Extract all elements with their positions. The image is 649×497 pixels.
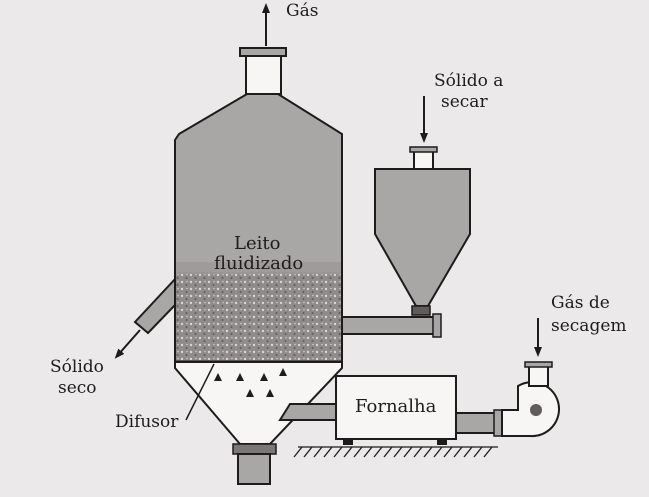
drying-gas-label-line1: Gás de (551, 293, 610, 313)
dry-solid-label-line2: seco (58, 378, 97, 398)
gas-out-label: Gás (286, 1, 319, 21)
bed-label-line1: Leito (234, 233, 281, 254)
fluidized-bed (176, 272, 341, 362)
furnace-box (335, 375, 457, 440)
blower-impeller (530, 404, 542, 416)
hot-gas-duct (278, 403, 337, 421)
bed-label-line2: fluidizado (214, 253, 304, 274)
drying-gas-label-line2: secagem (551, 316, 627, 336)
ground-hatching (293, 446, 498, 458)
diffuser-air-arrows (214, 368, 287, 397)
dry-solid-out-arrow (114, 329, 141, 359)
dry-solid-outlet-pipe (133, 275, 177, 335)
top-flange (239, 47, 287, 57)
gas-outlet-pipe (245, 55, 282, 95)
bottom-outlet-pipe (237, 453, 271, 485)
dry-solid-label-line1: Sólido (50, 357, 104, 377)
hopper-inlet-neck (413, 149, 434, 170)
solid-in-label-line1: Sólido a (434, 71, 504, 91)
solid-in-label-line2: secar (441, 92, 488, 112)
diffuser-leader-line (185, 363, 215, 421)
blower-inlet (528, 365, 549, 387)
hopper-outlet-flange (411, 305, 431, 316)
feed-pipe (341, 316, 438, 335)
feed-hopper (374, 168, 471, 307)
diffuser-label: Difusor (115, 412, 179, 432)
furnace-label: Fornalha (355, 396, 437, 417)
blower-duct (455, 412, 497, 434)
bottom-flange (232, 443, 277, 455)
